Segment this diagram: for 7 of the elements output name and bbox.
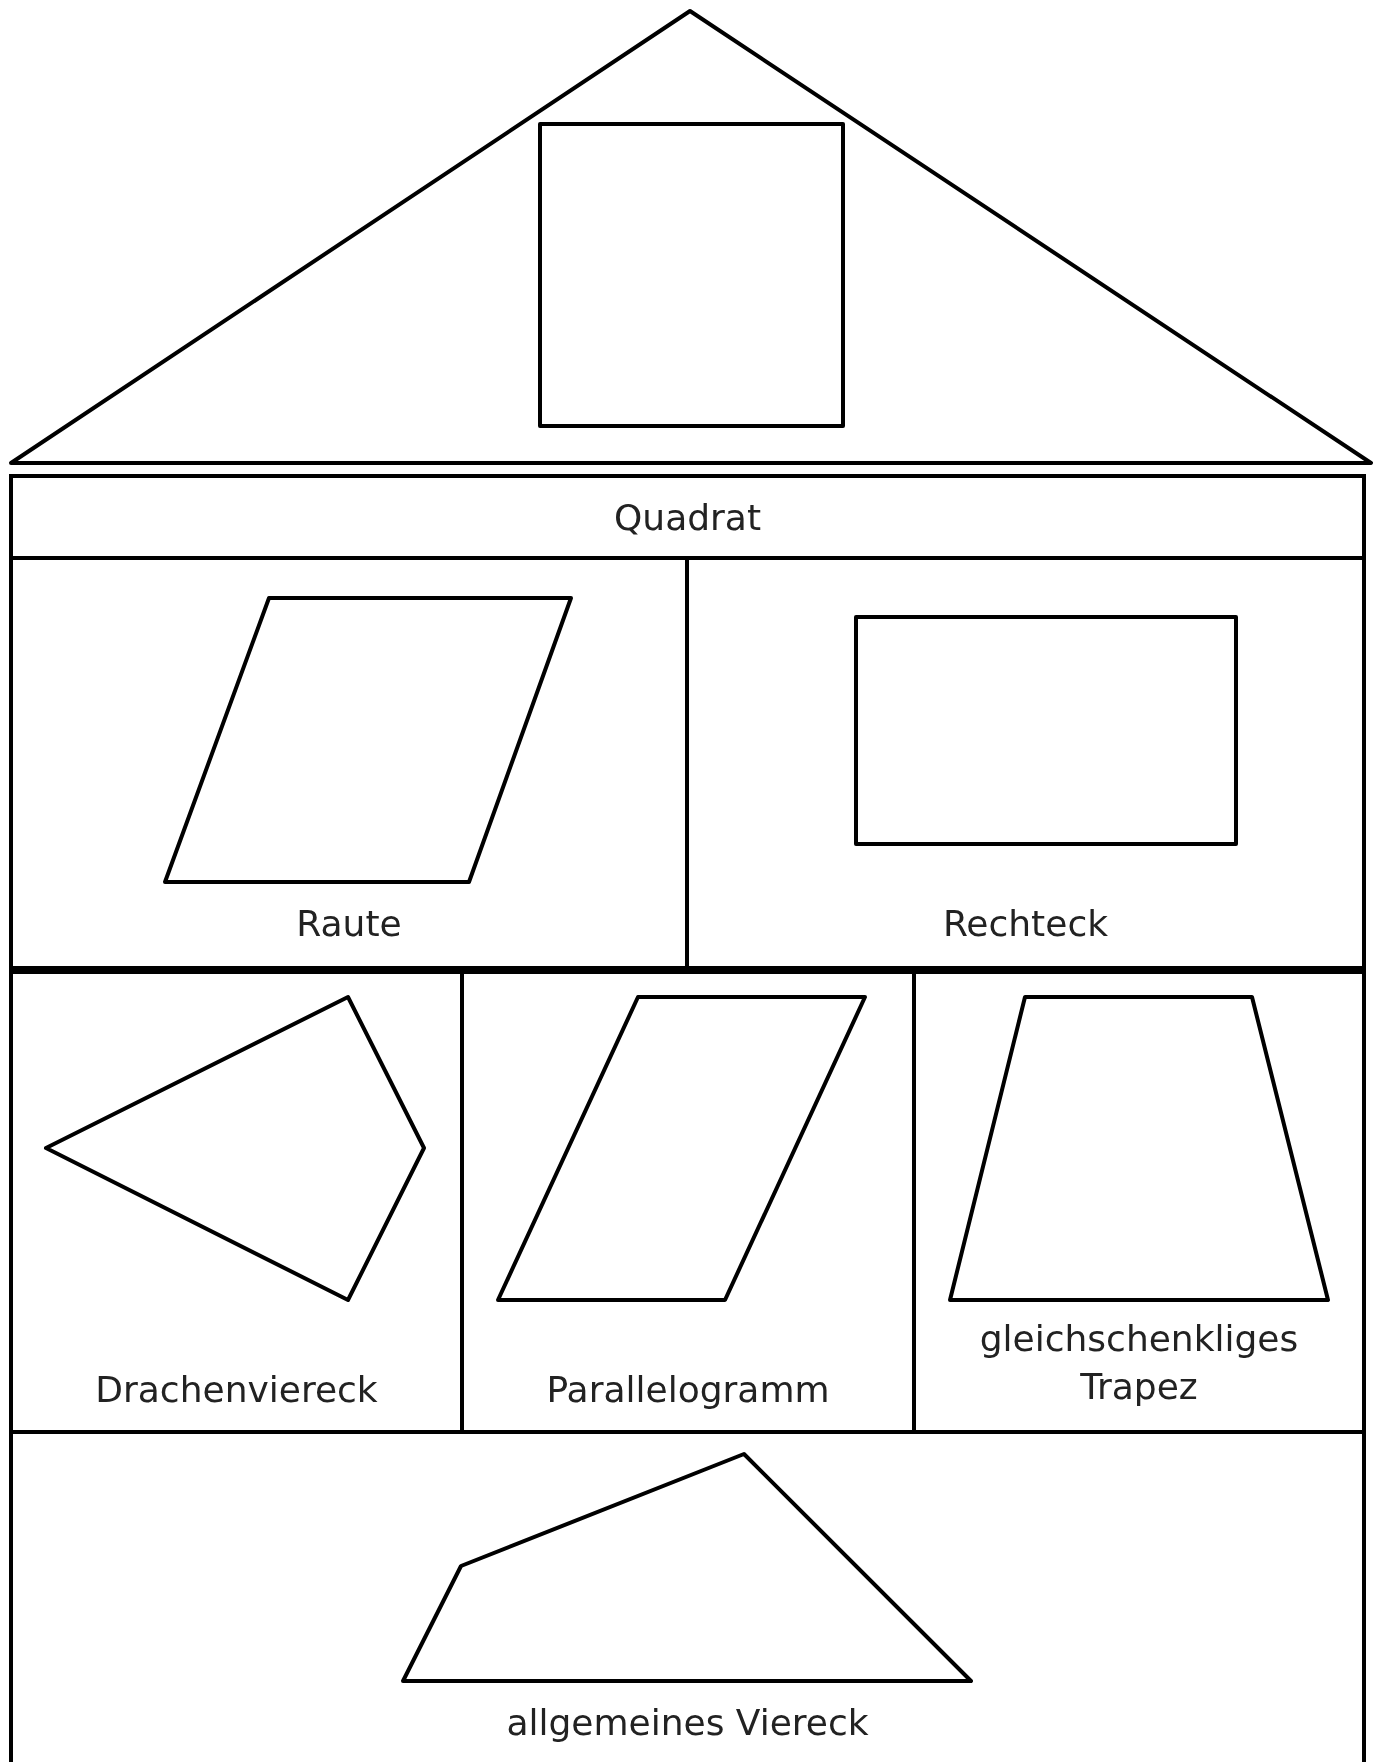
shape-name: Raute — [296, 902, 402, 946]
shape-name: allgemeines Viereck — [506, 1701, 869, 1745]
shape-name: gleichschenkliges Trapez — [978, 1317, 1300, 1409]
shape-name: Quadrat — [614, 496, 761, 540]
shape-name: Rechteck — [942, 902, 1109, 946]
shape-name: Parallelogramm — [546, 1368, 830, 1412]
shape-name: Drachenviereck — [95, 1368, 378, 1412]
